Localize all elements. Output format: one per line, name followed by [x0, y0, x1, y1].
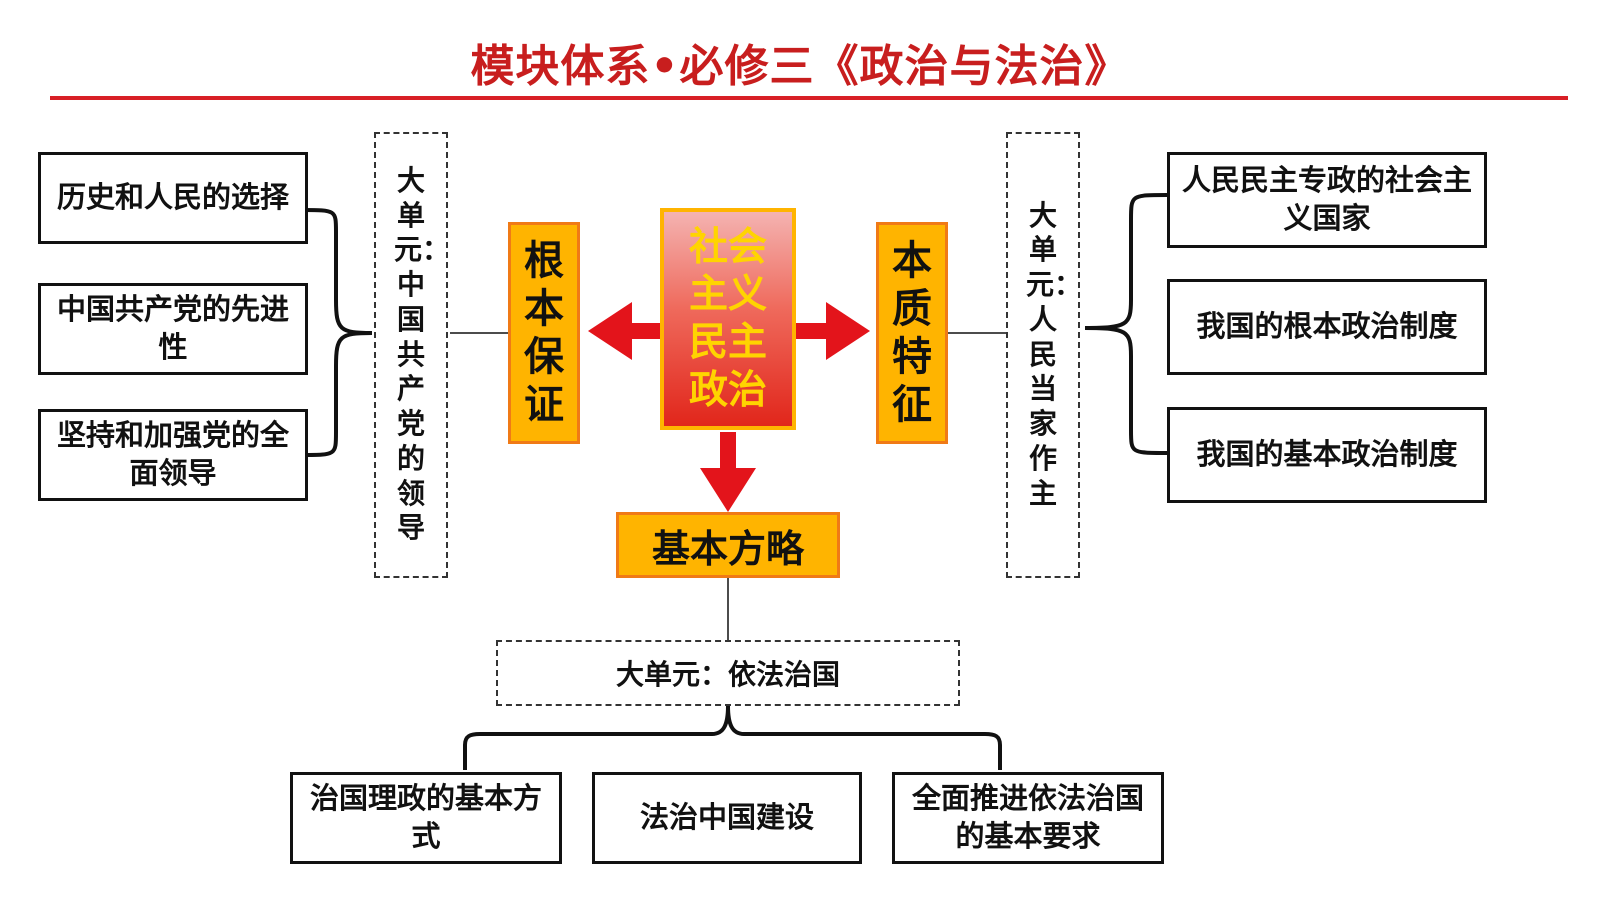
bottom-item-requirements: 全面推进依法治国的基本要求: [892, 772, 1164, 864]
right-brace: [1084, 193, 1168, 455]
right-pillar-label: 本质特征: [892, 238, 932, 428]
left-pillar-box: 根本保证: [508, 222, 580, 444]
right-item-basic-system: 我国的基本政治制度: [1167, 407, 1487, 503]
left-brace: [301, 208, 373, 457]
bottom-unit-box: 大单元：依法治国: [496, 640, 960, 706]
left-pillar-label: 根本保证: [524, 238, 564, 428]
right-pillar-box: 本质特征: [876, 222, 948, 444]
arrow-right: [790, 302, 870, 360]
left-unit-box: 大单元：中国共产党的领导: [374, 132, 451, 578]
left-item-advanced: 中国共产党的先进性: [38, 283, 308, 375]
title-underline: [50, 96, 1568, 100]
arrow-down: [700, 432, 756, 512]
page-title: 模块体系•必修三《政治与法治》: [470, 41, 1130, 92]
center-box: 社会主义民主政治: [660, 208, 796, 430]
bottom-item-governance: 治国理政的基本方式: [290, 772, 562, 864]
bottom-item-rule-of-law: 法治中国建设: [592, 772, 862, 864]
center-label: 社会主义民主政治: [688, 224, 767, 413]
right-item-fundamental-system: 我国的根本政治制度: [1167, 279, 1487, 375]
right-item-dictatorship: 人民民主专政的社会主义国家: [1167, 152, 1487, 248]
right-unit-box: 大单元：人民当家作主: [1006, 132, 1083, 578]
bottom-brace: [463, 705, 1002, 770]
arrow-left: [588, 302, 668, 360]
bottom-pillar-box: 基本方略: [616, 512, 840, 578]
left-item-history: 历史和人民的选择: [38, 152, 308, 244]
right-unit-label: 大单元：人民当家作主: [1026, 198, 1083, 510]
left-item-leadership: 坚持和加强党的全面领导: [38, 409, 308, 501]
left-unit-label: 大单元：中国共产党的领导: [394, 164, 451, 545]
